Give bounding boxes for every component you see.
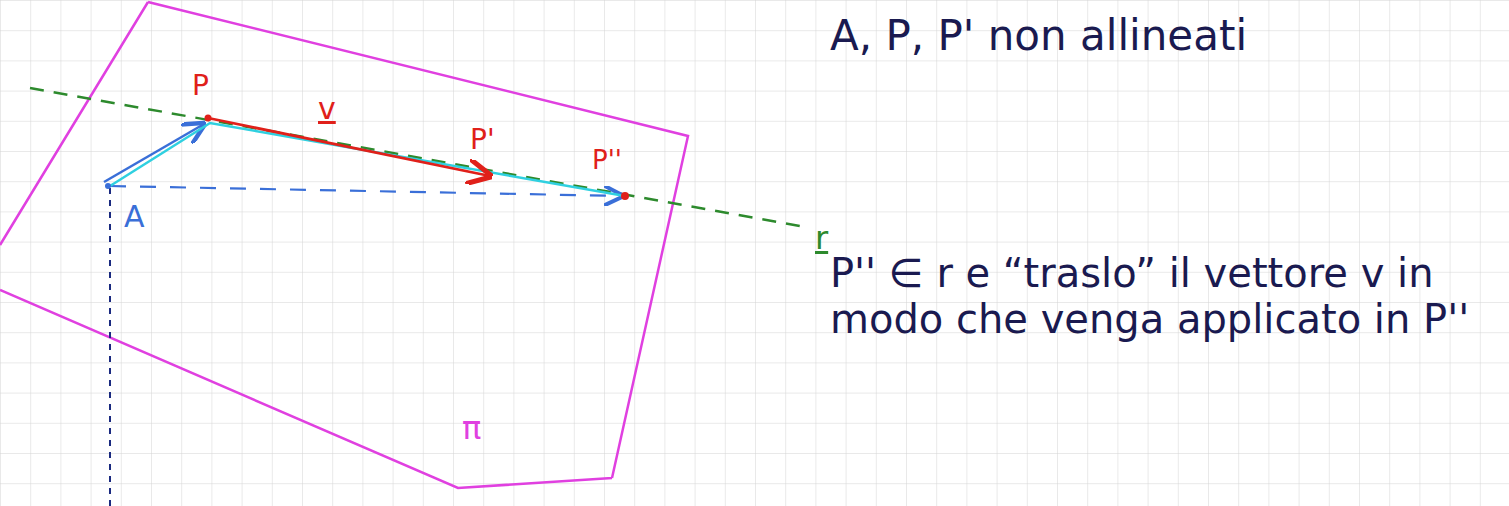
point-label: P' [470, 124, 495, 156]
vertical-line [109, 188, 111, 506]
point-P2 [621, 192, 629, 200]
vector-AP [104, 124, 204, 182]
note-text: A, P, P' non allineati [830, 12, 1247, 60]
plane-label: π [462, 410, 481, 447]
point-A [105, 183, 111, 189]
vector-v [208, 118, 490, 176]
vector-label: v [318, 92, 336, 127]
vector-AP2 [110, 186, 622, 196]
line-label: r [815, 220, 828, 257]
note-text: P'' ∈ r e “traslo” il vettore v in modo … [830, 250, 1495, 342]
point-P [205, 115, 212, 122]
plane-outline [0, 2, 688, 488]
cyan-path [110, 123, 625, 196]
line-r [30, 88, 800, 226]
point-label: P'' [592, 146, 622, 176]
point-label: A [124, 200, 145, 235]
point-label: P [192, 70, 209, 102]
